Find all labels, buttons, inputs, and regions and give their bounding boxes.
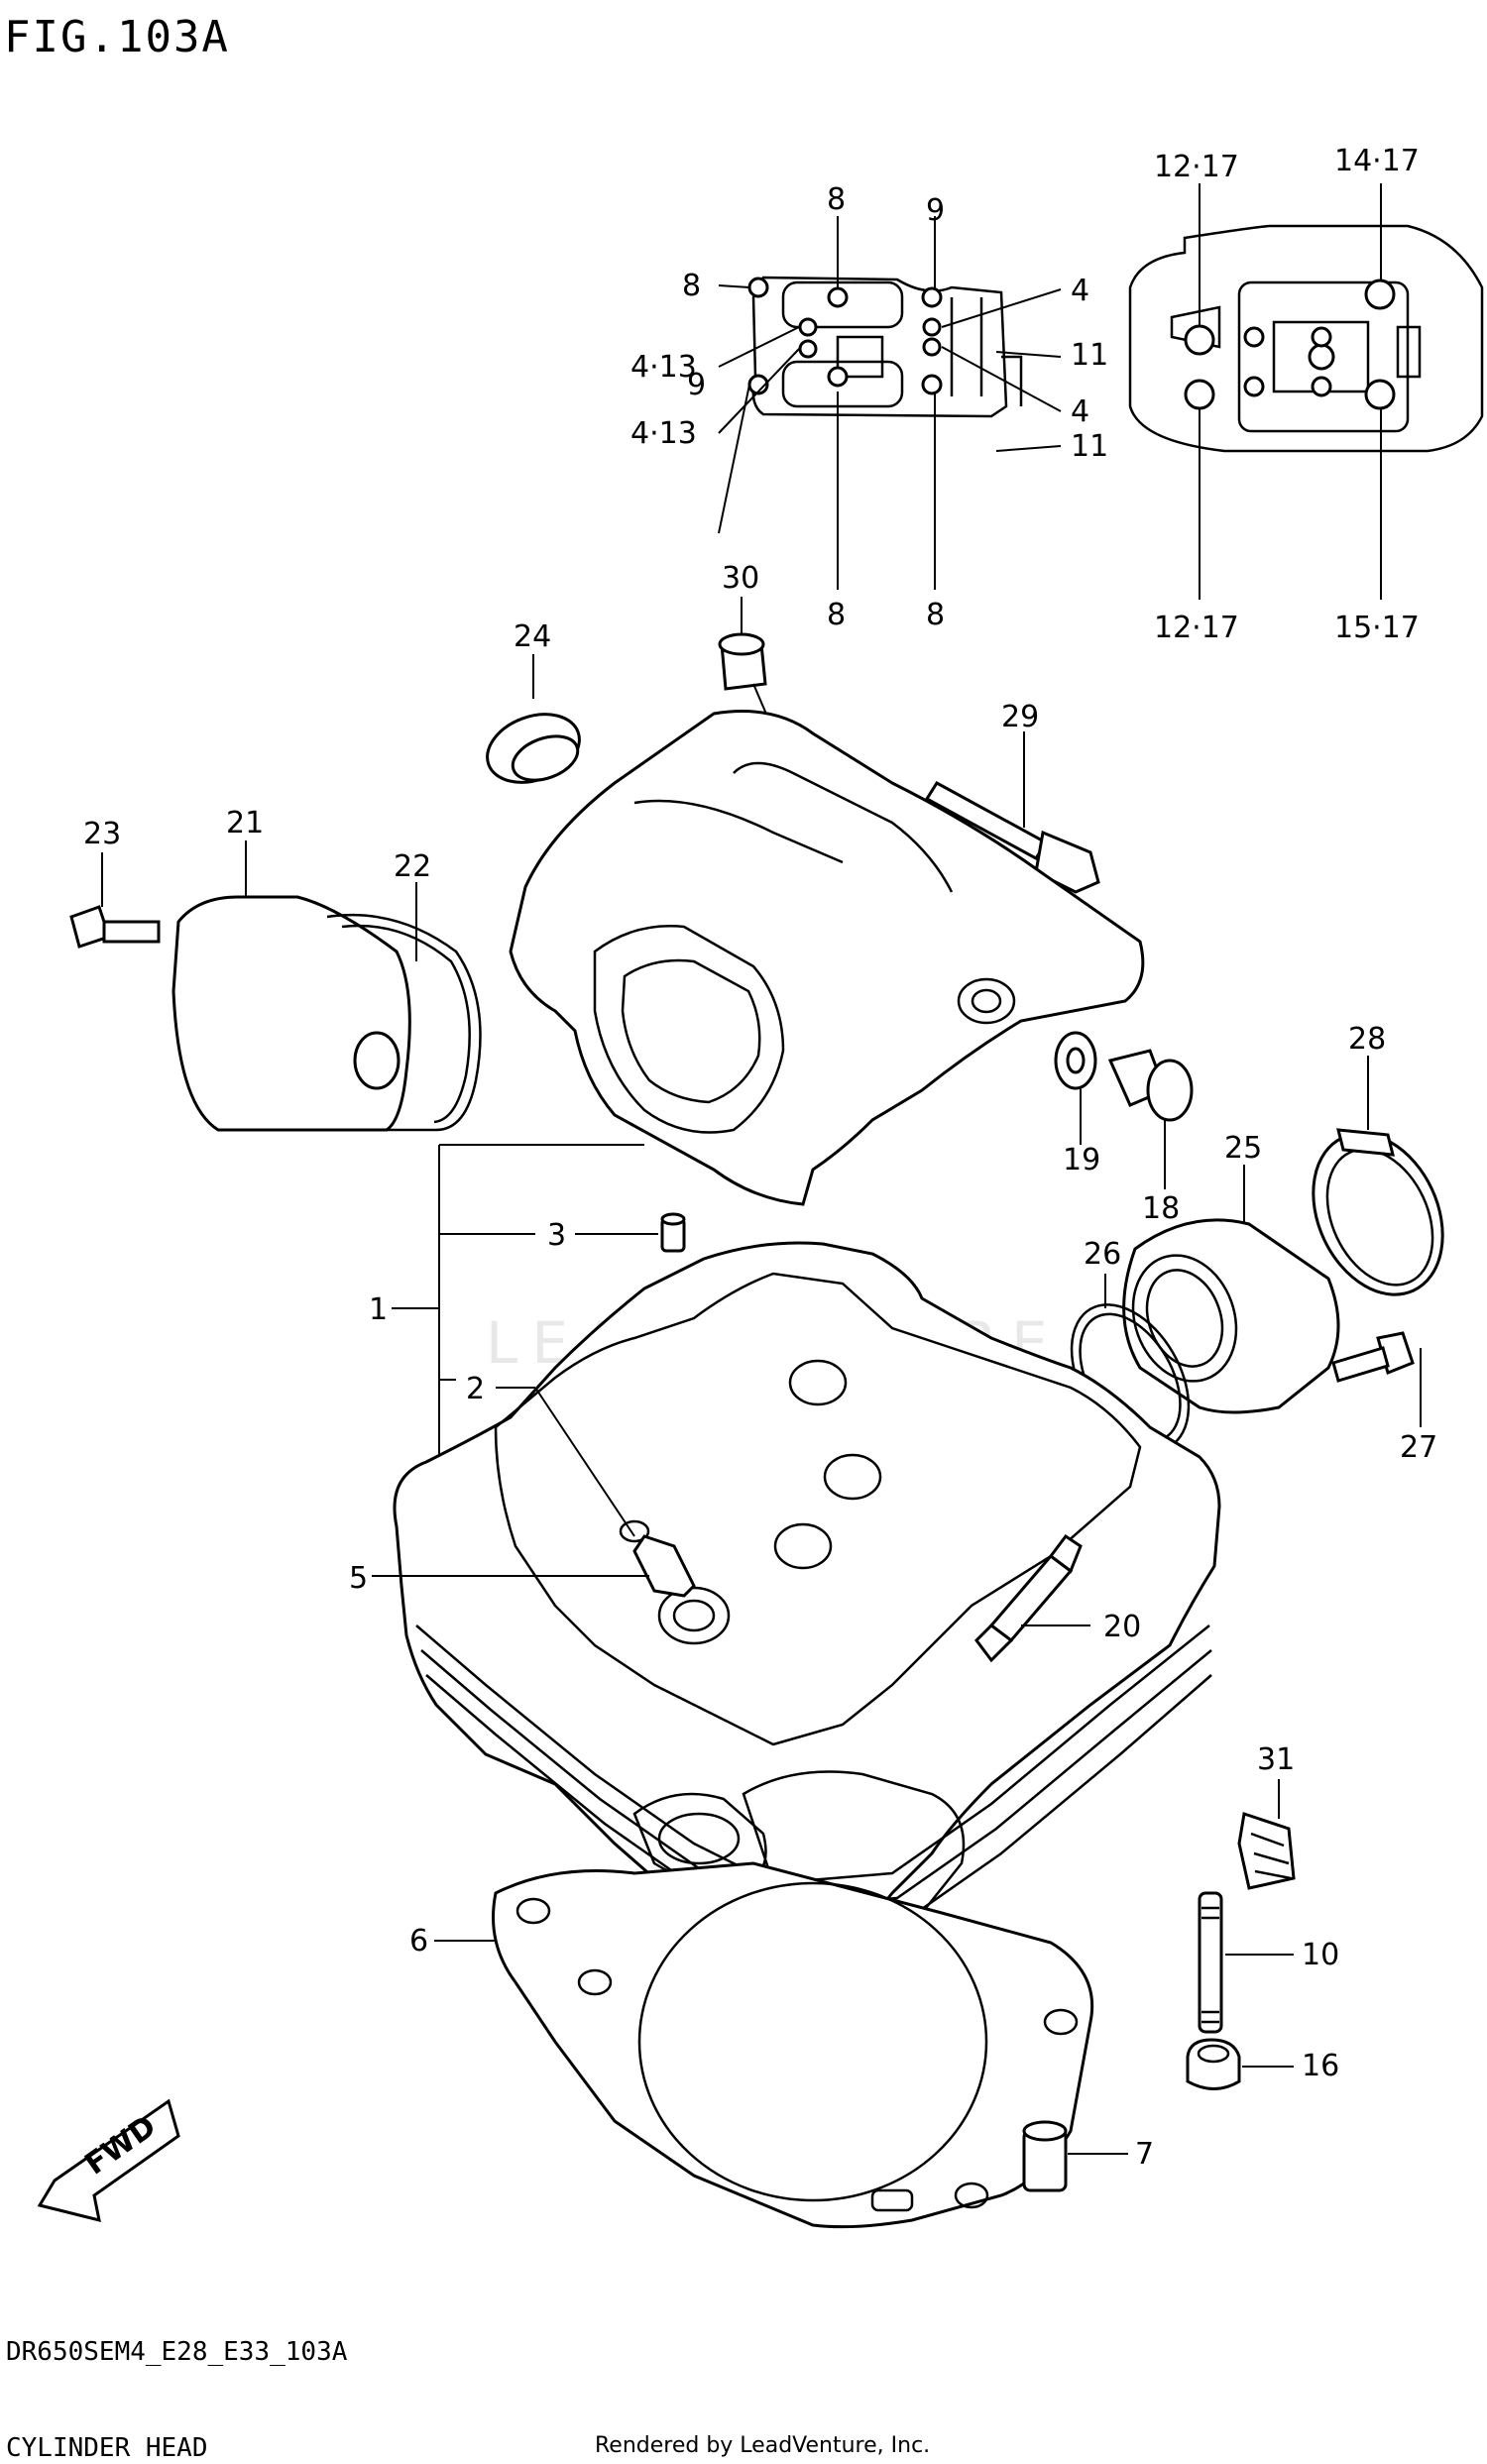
inset-b-head-outline <box>1128 224 1484 453</box>
callout-27: 27 <box>1400 1430 1437 1465</box>
inset-a-bolts <box>747 277 943 395</box>
part-28-clamp <box>1312 1056 1444 1296</box>
part-6-head-gasket <box>434 1861 1094 2229</box>
inset-bolt-order-top-view: 8 9 8 4 4·13 11 4·13 4 11 9 8 8 <box>630 182 1108 632</box>
head-cover <box>509 710 1145 1206</box>
part-18-plug <box>1107 1049 1194 1189</box>
callout-1-bracket <box>392 1144 644 1457</box>
footer-credit: Rendered by LeadVenture, Inc. <box>595 2433 930 2458</box>
callout-inset-a-4-13-top: 4·13 <box>630 350 697 385</box>
inset-b-plug-boss <box>1396 325 1422 379</box>
callout-5: 5 <box>349 1561 368 1596</box>
inset-a-center-block <box>836 335 884 379</box>
callout-inset-b-12-17-bottom-left: 12·17 <box>1154 611 1239 645</box>
part-5-valve-guide <box>372 1534 696 1598</box>
callout-inset-a-9-top: 9 <box>926 193 945 228</box>
footer-model-code: DR650SEM4_E28_E33_103A <box>6 2337 348 2367</box>
part-20-spark-plug <box>974 1533 1090 1663</box>
inset-a-bottom-plate <box>781 360 904 408</box>
part-16-nut <box>1186 2038 1294 2090</box>
inset-a-top-plate <box>781 280 904 329</box>
callout-inset-a-4-13-bottom: 4·13 <box>630 416 697 451</box>
part-25-intake-pipe <box>1122 1165 1340 1414</box>
part-10-stud <box>1198 1891 1294 2034</box>
callout-19: 19 <box>1063 1143 1100 1177</box>
part-27-bolt <box>1331 1331 1422 1427</box>
part-2-clip <box>496 1387 650 1543</box>
inset-bolt-order-side-view: 12·17 14·17 12·17 15·17 <box>1128 144 1484 645</box>
callout-23: 23 <box>83 817 121 851</box>
callout-inset-a-8-bottom-right: 8 <box>926 598 945 632</box>
callout-22: 22 <box>394 849 431 884</box>
part-31-damper <box>1237 1779 1296 1890</box>
callout-inset-a-8-left: 8 <box>682 269 701 303</box>
callout-3: 3 <box>547 1218 566 1253</box>
callout-inset-a-11-bottom: 11 <box>1071 429 1108 464</box>
part-22-gasket <box>326 882 482 1132</box>
figure-title: FIG.103A <box>4 12 230 62</box>
part-30-bushing <box>718 597 784 754</box>
part-21-side-cover <box>172 840 411 1132</box>
callout-inset-b-14-17-top-right: 14·17 <box>1334 144 1420 178</box>
callout-28: 28 <box>1348 1022 1386 1057</box>
footer-section-name: CYLINDER HEAD <box>6 2433 208 2463</box>
callout-30: 30 <box>722 561 759 596</box>
callout-25: 25 <box>1224 1131 1262 1166</box>
callout-inset-a-8-bottom-left: 8 <box>827 598 846 632</box>
part-19-washer <box>1054 1031 1097 1145</box>
part-29-bolt <box>924 731 1100 894</box>
callout-inset-a-4-lower: 4 <box>1071 394 1089 429</box>
part-24-seal <box>486 654 581 784</box>
callout-inset-b-15-17-bottom-right: 15·17 <box>1334 611 1420 645</box>
callout-inset-a-4-right: 4 <box>1071 274 1089 308</box>
callout-7: 7 <box>1135 2137 1154 2172</box>
callout-21: 21 <box>226 806 264 840</box>
callout-inset-a-11-top: 11 <box>1071 338 1108 373</box>
callout-20: 20 <box>1103 1610 1141 1644</box>
inset-b-bolts <box>1184 279 1396 410</box>
callout-10: 10 <box>1302 1938 1339 1972</box>
part-23-bolt <box>69 852 161 949</box>
callout-31: 31 <box>1257 1742 1295 1777</box>
callout-6: 6 <box>409 1924 428 1959</box>
callout-1: 1 <box>369 1292 388 1327</box>
callout-2: 2 <box>466 1372 485 1406</box>
callout-26: 26 <box>1084 1237 1121 1272</box>
inset-a-head-outline <box>751 276 1008 418</box>
callout-24: 24 <box>514 619 551 654</box>
callout-16: 16 <box>1302 2049 1339 2083</box>
fwd-arrow-icon: FWD <box>37 2098 180 2223</box>
inset-b-valve-area <box>1237 280 1410 433</box>
part-3-dowel <box>575 1212 686 1253</box>
callout-29: 29 <box>1001 700 1039 734</box>
callout-inset-a-9-bottom: 9 <box>687 368 706 402</box>
callout-inset-a-8-top: 8 <box>827 182 846 217</box>
callout-inset-b-12-17-top-left: 12·17 <box>1154 150 1239 184</box>
part-7-dowel <box>1022 2120 1128 2192</box>
callout-18: 18 <box>1142 1191 1180 1226</box>
